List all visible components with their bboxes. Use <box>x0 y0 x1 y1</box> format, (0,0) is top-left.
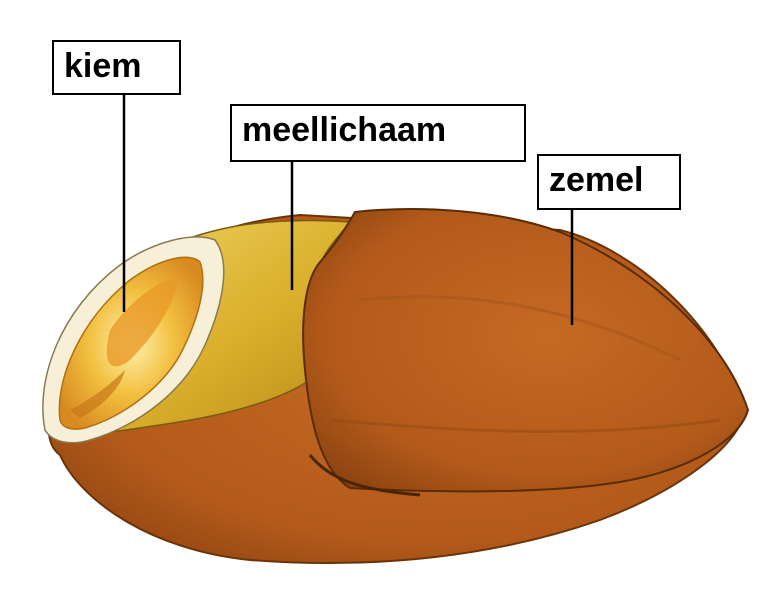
label-zemel: zemel <box>537 154 681 210</box>
bran-flap <box>303 209 748 491</box>
label-kiem: kiem <box>52 40 181 95</box>
label-meellichaam: meellichaam <box>230 104 526 162</box>
